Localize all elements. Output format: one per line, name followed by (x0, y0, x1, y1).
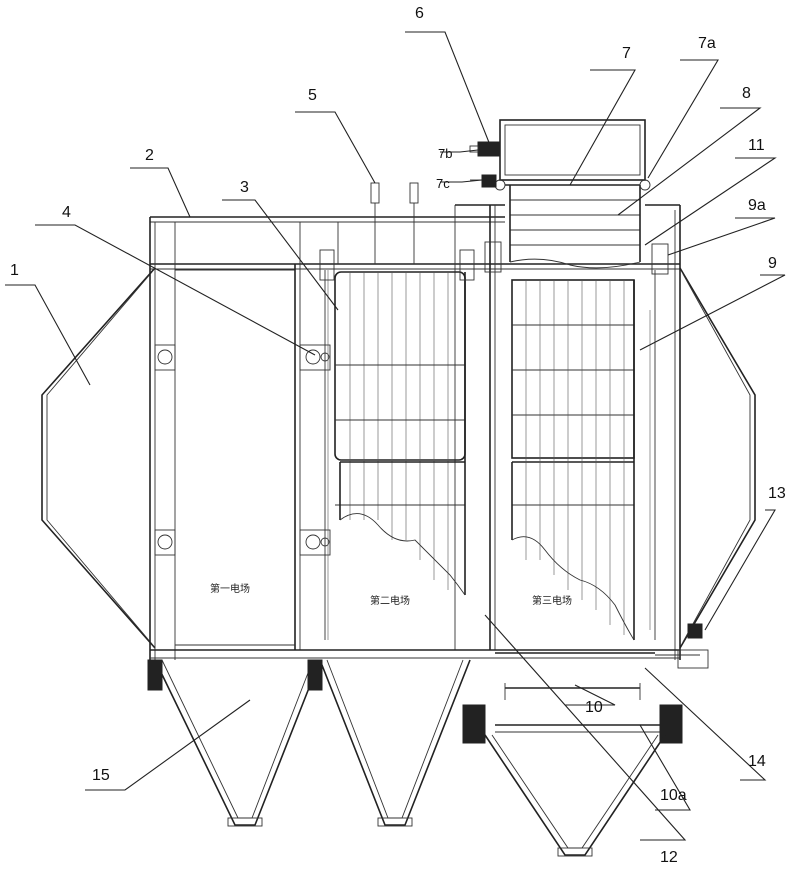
label-12: 12 (660, 849, 678, 866)
label-6: 6 (415, 5, 424, 22)
rapping-devices (370, 141, 501, 264)
label-7c: 7c (436, 176, 450, 191)
leader-lines (5, 31, 786, 841)
part-labels: 1 2 3 4 5 6 7 7a 7b 7c 8 9 9a 10 10a 11 … (10, 5, 786, 866)
field-3-label: 第三电场 (532, 594, 572, 607)
label-1: 1 (10, 262, 19, 279)
roof-frame (149, 204, 681, 660)
label-7b: 7b (438, 146, 452, 161)
label-15: 15 (92, 767, 110, 784)
insulator-supports (154, 344, 331, 556)
label-11: 11 (748, 137, 765, 154)
insulator-boxes (319, 241, 669, 281)
field-3-electrodes (489, 205, 656, 650)
label-10a: 10a (660, 787, 687, 804)
field-2-electrodes (324, 270, 466, 640)
top-housing (494, 119, 651, 269)
inlet-hood (41, 267, 156, 649)
label-14: 14 (748, 753, 766, 770)
label-5: 5 (308, 87, 317, 104)
label-3: 3 (240, 179, 249, 196)
label-7a: 7a (698, 35, 716, 52)
field-1-label: 第一电场 (210, 582, 250, 595)
label-13: 13 (768, 485, 786, 502)
label-10: 10 (585, 699, 603, 716)
label-8: 8 (742, 85, 751, 102)
outlet-hood (679, 267, 756, 649)
zone-labels: 第一电场 第二电场 第三电场 (210, 582, 572, 607)
bottom-assembly (150, 623, 709, 744)
label-9: 9 (768, 255, 777, 272)
field-1-box (175, 264, 301, 650)
label-9a: 9a (748, 197, 766, 214)
field-2-label: 第二电场 (370, 594, 410, 607)
hoppers (147, 659, 666, 857)
label-4: 4 (62, 204, 71, 221)
label-7: 7 (622, 45, 631, 62)
label-2: 2 (145, 147, 154, 164)
